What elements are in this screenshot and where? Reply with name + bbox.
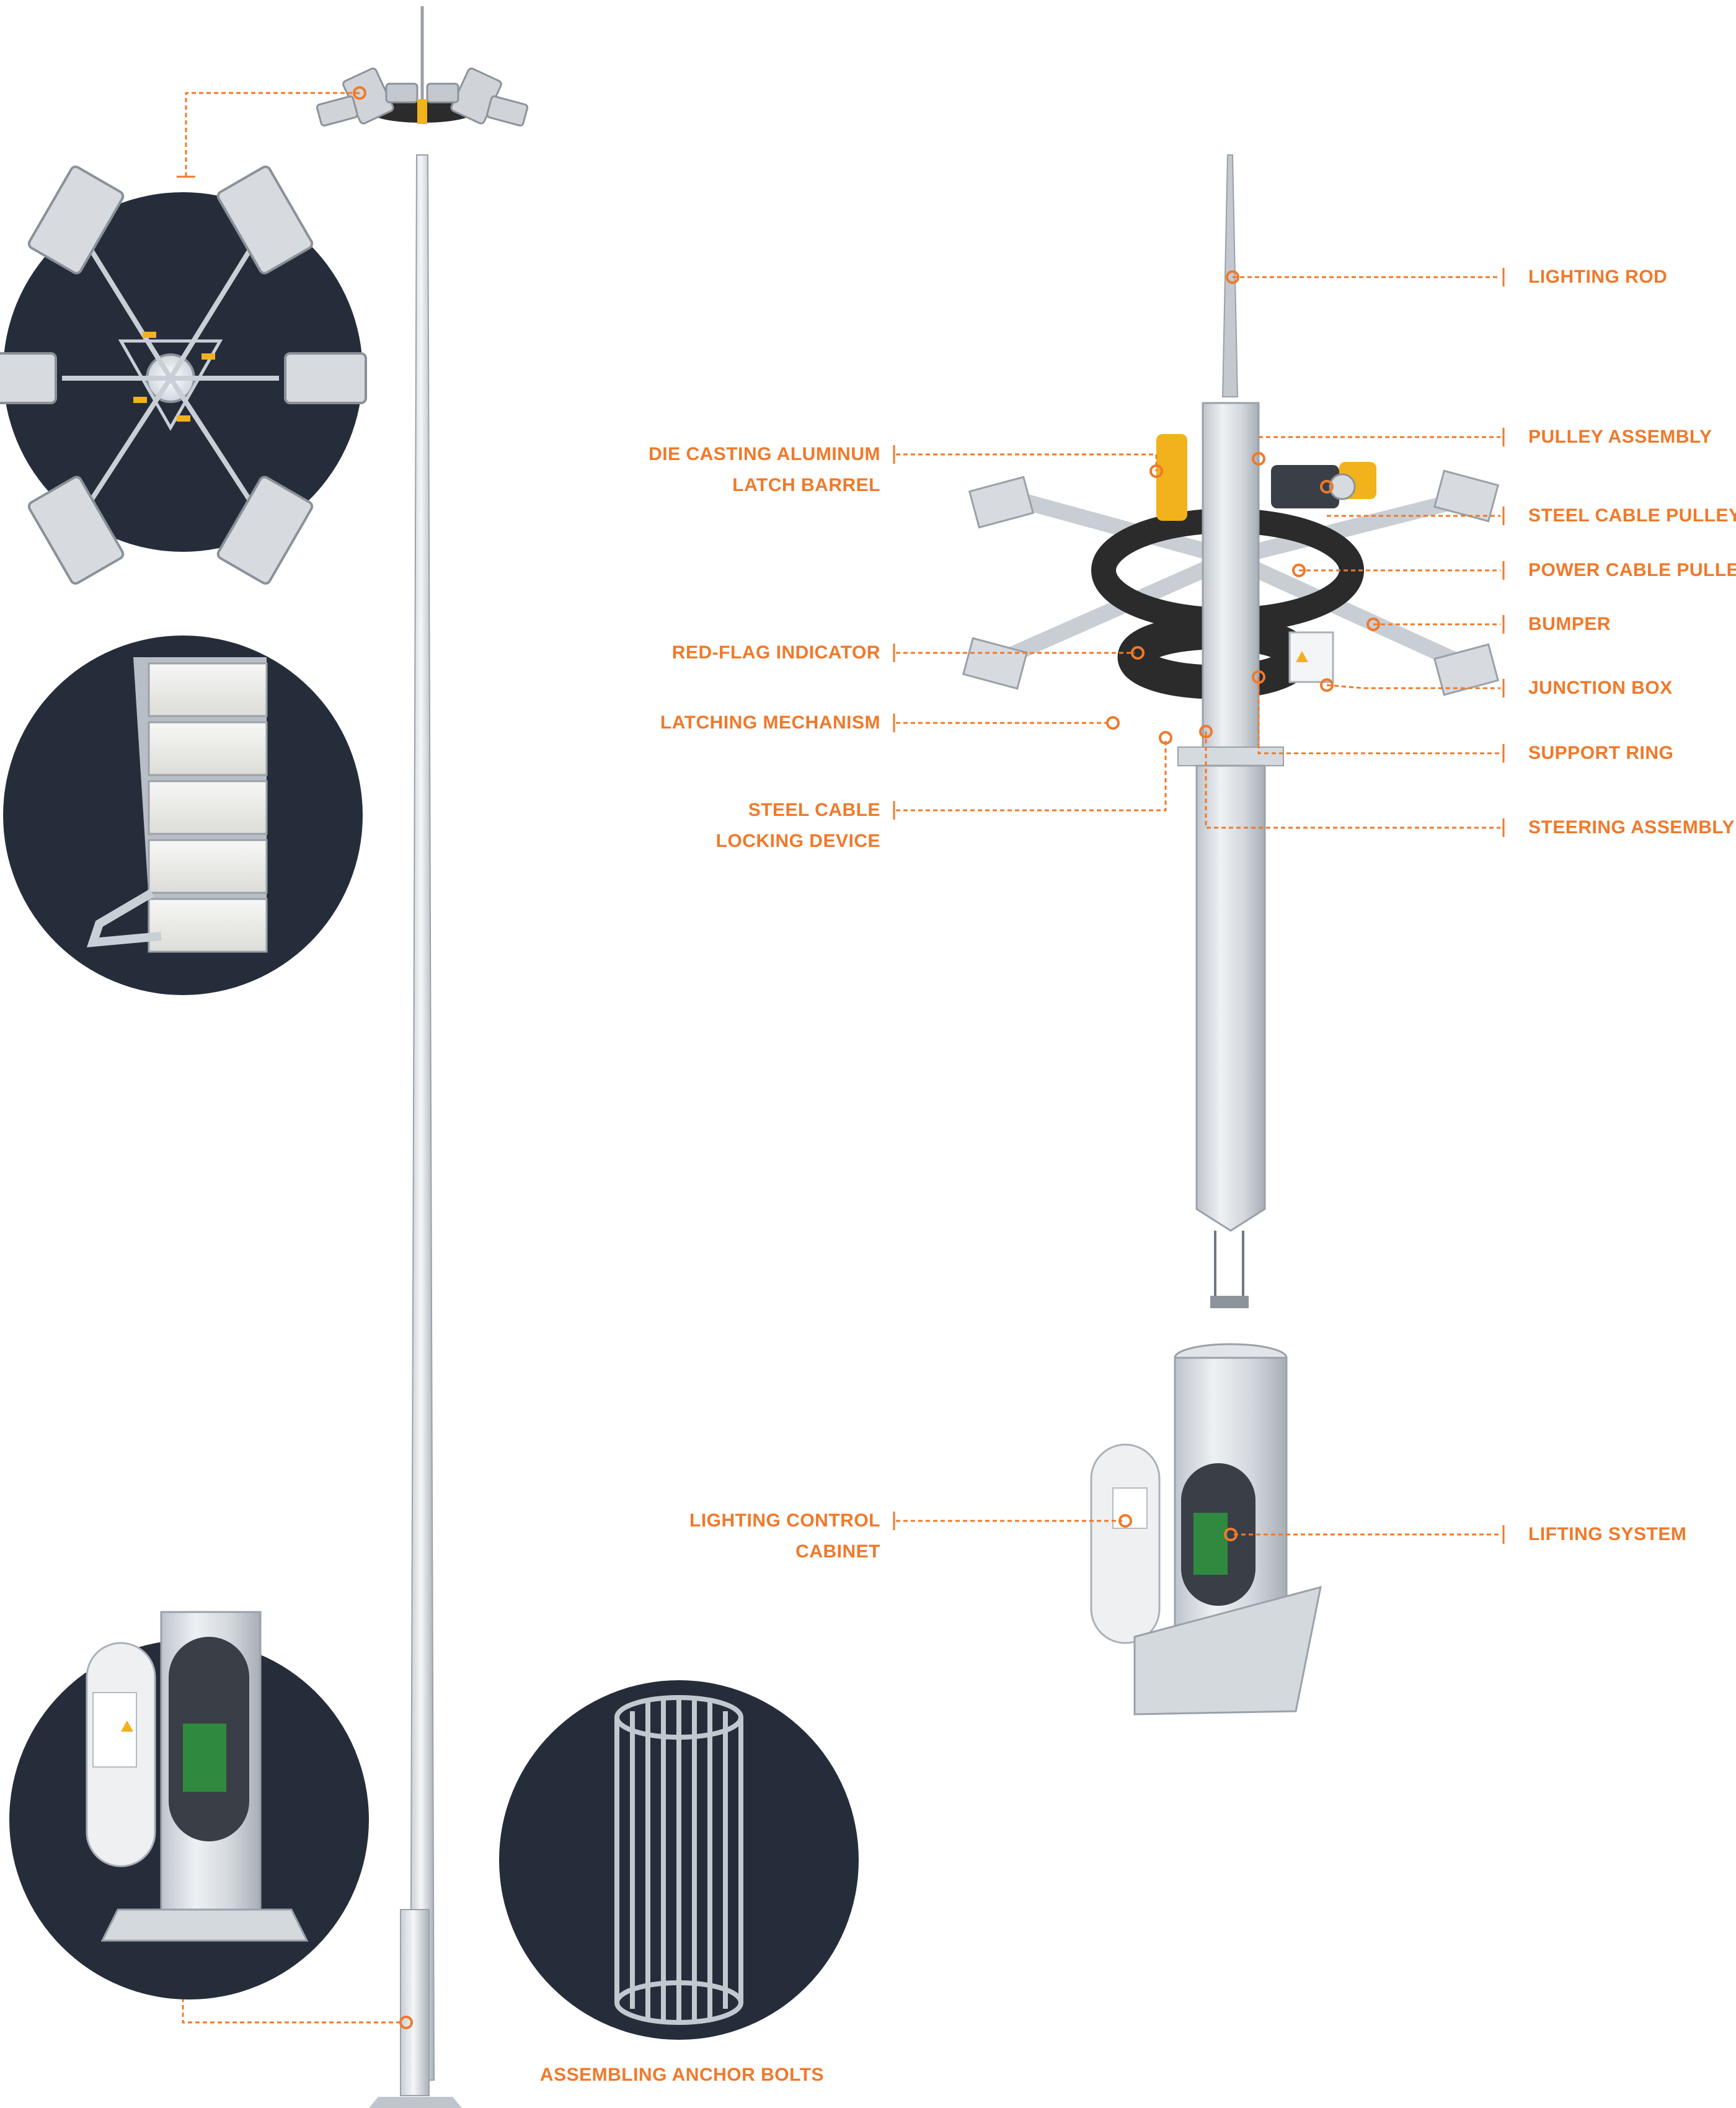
caption-assembling-anchor-bolts: ASSEMBLING ANCHOR BOLTS <box>539 2065 825 2085</box>
mast-base <box>1090 1343 1322 1716</box>
callout-steel-cable-locking-device: STEEL CABLE LOCKING DEVICE <box>620 795 880 857</box>
circle-pole-base <box>9 1611 369 2000</box>
callout-control-cabinet-line1: LIGHTING CONTROL <box>689 1510 880 1531</box>
callout-steel-cable-pulleys: STEEL CABLE PULLEYS <box>1528 505 1736 526</box>
callout-support-ring: SUPPORT RING <box>1528 743 1674 763</box>
mast-shaft <box>1195 764 1266 1308</box>
warning-sign-icon <box>121 1720 133 1732</box>
callout-latching-mechanism: LATCHING MECHANISM <box>660 712 880 733</box>
callout-die-casting-line1: DIE CASTING ALUMINUM <box>649 444 880 464</box>
pole-base-cabinet-icon <box>86 1611 309 1942</box>
mast-top-assembly <box>962 402 1500 766</box>
callout-die-casting-latch-barrel: DIE CASTING ALUMINUM LATCH BARREL <box>620 439 880 501</box>
leader-dots-right <box>1199 270 1380 1541</box>
callout-lighting-rod: LIGHTING ROD <box>1528 267 1668 287</box>
callout-steel-cable-line2: LOCKING DEVICE <box>715 831 880 851</box>
leader-top <box>185 92 360 177</box>
leaders-right <box>1205 276 1500 1536</box>
pole-top-lamps <box>316 68 529 127</box>
full-pole <box>369 6 462 2108</box>
callout-lifting-system: LIFTING SYSTEM <box>1528 1524 1687 1544</box>
callout-red-flag-indicator: RED-FLAG INDICATOR <box>671 642 880 663</box>
leaders-left <box>896 453 1167 1522</box>
callout-junction-box: JUNCTION BOX <box>1528 678 1673 698</box>
callout-power-cable-pulleys: POWER CABLE PULLEYS <box>1528 560 1736 580</box>
lighting-rod <box>1221 154 1239 397</box>
circle-led-floodlight <box>3 636 363 995</box>
callout-steel-cable-line1: STEEL CABLE <box>748 800 880 820</box>
callout-lighting-control-cabinet: LIGHTING CONTROL CABINET <box>620 1505 880 1567</box>
led-floodlight-icon <box>86 657 268 953</box>
circle-anchor-bolts <box>499 1680 859 2040</box>
callout-control-cabinet-line2: CABINET <box>795 1541 880 1562</box>
callout-pulley-assembly: PULLEY ASSEMBLY <box>1528 427 1712 447</box>
floodlight-array-icon <box>0 165 367 585</box>
callout-bumper: BUMPER <box>1528 614 1611 634</box>
leader-dots-left <box>1106 464 1172 1528</box>
anchor-bolt-cage-icon <box>614 1695 743 2025</box>
callout-steering-assembly: STEERING ASSEMBLY <box>1528 817 1735 838</box>
circle-floodlight-array <box>0 165 367 585</box>
callout-die-casting-line2: LATCH BARREL <box>732 475 880 495</box>
